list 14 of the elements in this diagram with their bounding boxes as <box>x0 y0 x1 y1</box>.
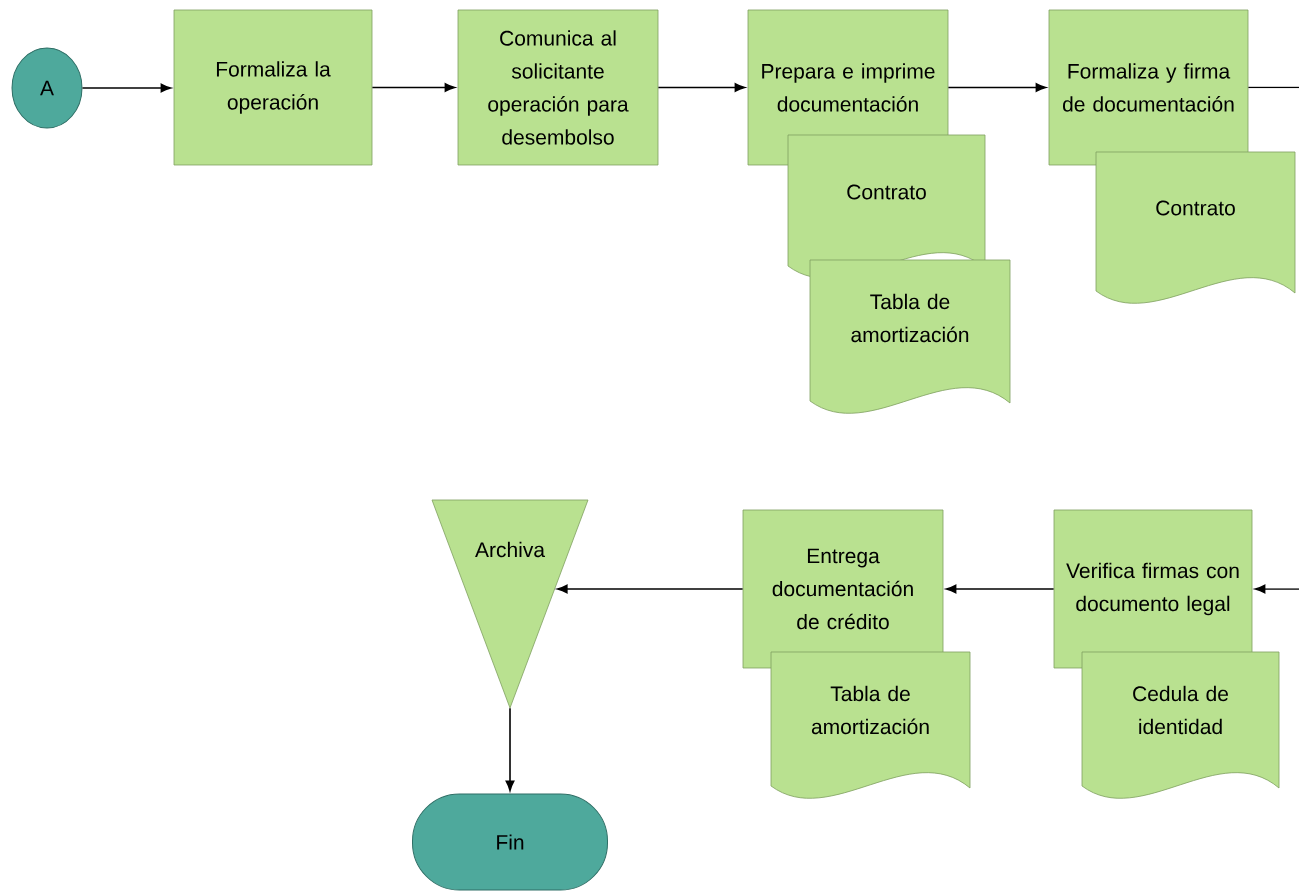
arrow <box>947 83 1047 92</box>
arrow <box>505 707 515 792</box>
arrow <box>371 83 456 92</box>
storage-triangle: Archiva <box>431 499 589 709</box>
arrow <box>945 584 1055 594</box>
arrow <box>81 83 172 93</box>
arrow <box>657 83 746 92</box>
process-box: Entrega documentación de crédito <box>742 509 944 669</box>
arrow <box>1254 584 1299 594</box>
arrow <box>557 584 744 594</box>
process-box: Formaliza la operación <box>173 9 373 166</box>
process-box: Verifica firmas con documento legal <box>1053 509 1253 669</box>
process-box: Formaliza y firma de documentación <box>1048 9 1249 166</box>
process-box: Comunica al solicitante operación para desembolso <box>457 9 659 166</box>
